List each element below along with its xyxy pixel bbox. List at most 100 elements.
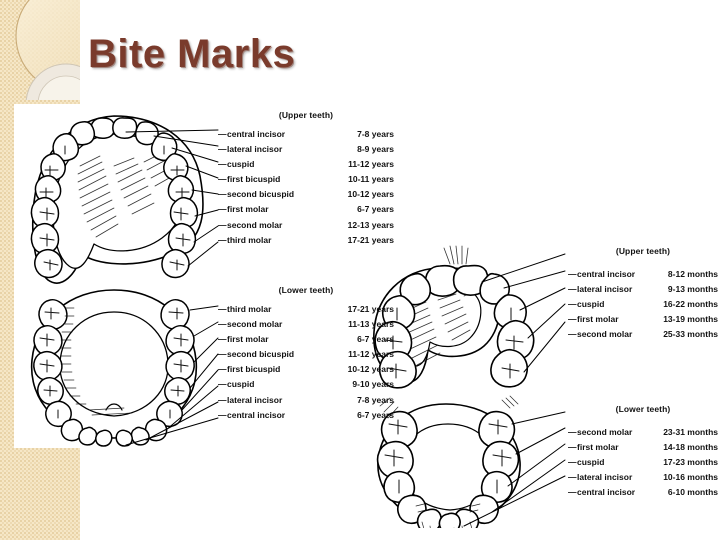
leader-dash: — <box>218 379 227 390</box>
eruption-age: 7-8 years <box>357 394 394 405</box>
eruption-age: 10-11 years <box>348 174 394 185</box>
eruption-age: 16-22 months <box>663 299 718 310</box>
child-lower-heading: (Lower teeth) <box>615 404 671 414</box>
tooth-label-row: —lateral incisor 9-13 months <box>568 285 718 294</box>
leader-dash: — <box>218 364 227 375</box>
tooth-name: second bicuspid <box>227 189 295 200</box>
eruption-age: 6-7 years <box>357 334 394 345</box>
tooth-label-row: —first molar 6-7 years <box>218 205 394 214</box>
leader-dash: — <box>218 304 227 314</box>
tooth-name: first molar <box>227 334 269 345</box>
leader-dash: — <box>218 189 227 200</box>
eruption-age: 11-12 years <box>348 159 394 170</box>
eruption-age: 10-12 years <box>347 364 394 375</box>
tooth-name: lateral incisor <box>577 284 633 295</box>
eruption-age: 8-9 years <box>357 144 394 155</box>
eruption-age: 11-13 years <box>348 319 394 330</box>
leader-dash: — <box>218 334 227 345</box>
tooth-name: third molar <box>227 234 272 245</box>
tooth-name: cuspid <box>227 379 255 390</box>
leader-dash: — <box>568 299 577 310</box>
leader-dash: — <box>568 442 577 453</box>
eruption-age: 25-33 months <box>663 329 718 340</box>
eruption-age: 9-13 months <box>667 284 718 295</box>
eruption-age: 11-12 years <box>348 349 394 360</box>
eruption-age: 6-7 years <box>357 204 394 215</box>
leader-dash: — <box>568 457 577 468</box>
eruption-age: 6-7 years <box>357 409 394 420</box>
eruption-age: 8-12 months <box>667 269 718 279</box>
adult-arch-drawing <box>30 115 219 447</box>
leader-dash: — <box>218 319 227 330</box>
tooth-label-row: —first molar 14-18 months <box>568 443 718 452</box>
eruption-age: 9-10 years <box>352 379 394 390</box>
tooth-name: third molar <box>227 304 272 314</box>
leader-dash: — <box>218 144 227 155</box>
leader-dash: — <box>218 174 227 185</box>
eruption-age: 17-21 years <box>347 304 394 314</box>
tooth-name: lateral incisor <box>577 472 633 483</box>
adult-dentition-figure <box>14 104 414 448</box>
tooth-name: first molar <box>577 314 619 325</box>
tooth-name: first molar <box>577 442 619 453</box>
tooth-name: cuspid <box>577 299 605 310</box>
leader-dash: — <box>218 159 227 170</box>
tooth-name: first bicuspid <box>227 364 281 375</box>
tooth-label-row: —central incisor 8-12 months <box>568 270 718 279</box>
leader-dash: — <box>218 394 227 405</box>
tooth-name: lateral incisor <box>227 394 283 405</box>
tooth-label-row: —first bicuspid 10-12 years <box>218 365 394 374</box>
tooth-name: second molar <box>227 319 283 330</box>
tooth-label-row: —cuspid 17-23 months <box>568 458 718 467</box>
leader-dash: — <box>568 284 577 295</box>
leader-dash: — <box>568 314 577 325</box>
eruption-age: 14-18 months <box>663 442 718 453</box>
eruption-age: 7-8 years <box>357 129 394 139</box>
leader-dash: — <box>218 129 227 139</box>
leader-dash: — <box>218 219 227 230</box>
tooth-name: first molar <box>227 204 269 215</box>
tooth-name: cuspid <box>577 457 605 468</box>
leader-dash: — <box>218 204 227 215</box>
eruption-age: 17-23 months <box>663 457 718 468</box>
adult-upper-heading: (Upper teeth) <box>278 110 334 120</box>
child-arch-drawing <box>373 245 566 528</box>
tooth-name: central incisor <box>227 409 286 420</box>
tooth-label-row: —cuspid 16-22 months <box>568 300 718 309</box>
eruption-age: 17-21 years <box>347 234 394 245</box>
tooth-label-row: —first bicuspid 10-11 years <box>218 175 394 184</box>
tooth-label-row: —third molar 17-21 years <box>218 305 394 314</box>
leader-dash: — <box>568 269 577 279</box>
leader-dash: — <box>568 427 577 437</box>
tooth-name: second bicuspid <box>227 349 295 360</box>
tooth-name: first bicuspid <box>227 174 281 185</box>
tooth-label-row: —second molar 11-13 years <box>218 320 394 329</box>
tooth-name: second molar <box>577 427 633 437</box>
eruption-age: 13-19 months <box>663 314 718 325</box>
leader-dash: — <box>218 349 227 360</box>
tooth-name: lateral incisor <box>227 144 283 155</box>
tooth-label-row: —second bicuspid 11-12 years <box>218 350 394 359</box>
tooth-name: central incisor <box>577 269 636 279</box>
tooth-name: second molar <box>577 329 633 340</box>
tooth-label-row: —first molar 13-19 months <box>568 315 718 324</box>
child-dentition-figure <box>360 238 720 528</box>
child-upper-heading: (Upper teeth) <box>615 246 671 256</box>
adult-lower-heading: (Lower teeth) <box>278 285 334 295</box>
eruption-age: 12-13 years <box>347 219 394 230</box>
